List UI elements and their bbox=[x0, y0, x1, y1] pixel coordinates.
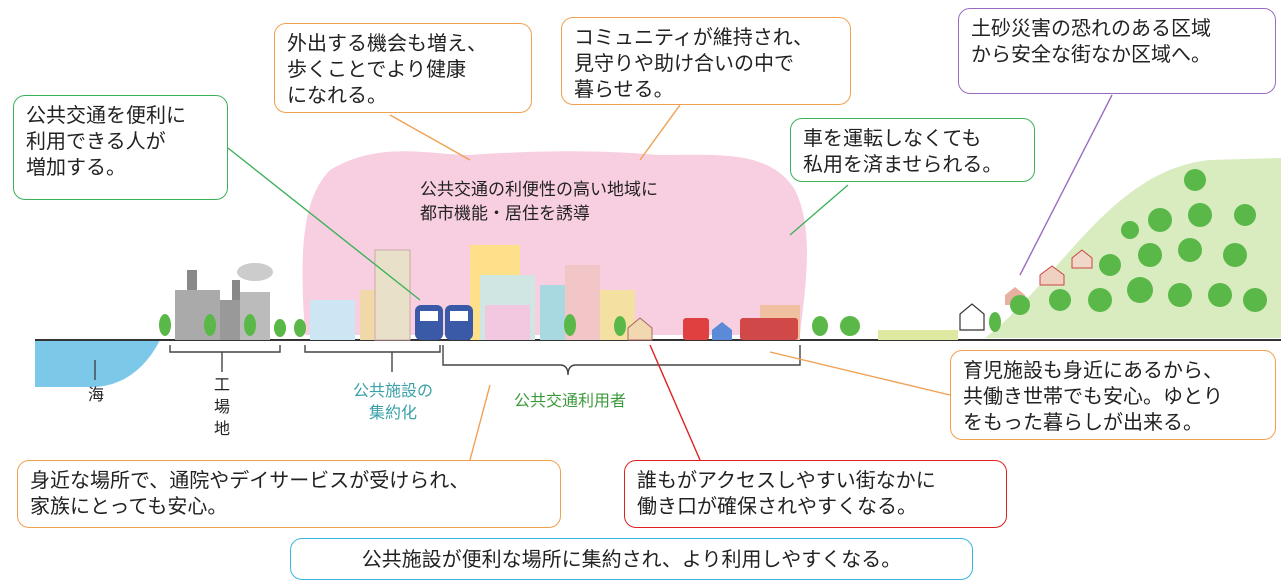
train-icons bbox=[415, 305, 473, 340]
connector-line bbox=[1019, 94, 1113, 276]
callout-childcare: 育児施設も身近にあるから、 共働き世帯でも安心。ゆとり をもった暮らしが出来る。 bbox=[950, 350, 1276, 440]
connector-line bbox=[649, 344, 701, 461]
bus-icon bbox=[740, 318, 798, 340]
factory-icon bbox=[175, 263, 273, 340]
connector-line bbox=[769, 351, 951, 396]
callout-jobs: 誰もがアクセスしやすい街なかに 働き口が確保されやすくなる。 bbox=[624, 460, 1007, 528]
callout-facilities: 公共施設が便利な場所に集約され、より利用しやすくなる。 bbox=[290, 538, 973, 580]
cloud-text: 公共交通の利便性の高い地域に 都市機能・居住を誘導 bbox=[420, 180, 658, 224]
trees bbox=[159, 169, 1267, 337]
connector-line bbox=[469, 384, 491, 461]
public-facilities-label: 公共施設の 集約化 bbox=[352, 381, 433, 422]
brackets bbox=[94, 345, 801, 380]
transit-users-label: 公共交通利用者 bbox=[513, 391, 626, 410]
flower-bed bbox=[878, 330, 958, 340]
sea-shape bbox=[35, 340, 160, 387]
callout-disaster: 土砂災害の恐れのある区域 から安全な街なか区域へ。 bbox=[958, 8, 1276, 94]
compact-city-cloud bbox=[302, 151, 807, 335]
connector-line bbox=[389, 114, 471, 161]
bus-icon bbox=[683, 318, 709, 340]
callout-going-out: 外出する機会も増え、 歩くことでより健康 になれる。 bbox=[274, 23, 532, 113]
callout-community: コミュニティが維持され、 見守りや助け合いの中で 暮らせる。 bbox=[561, 17, 851, 105]
callout-hospital: 身近な場所で、通院やデイサービスが受けられ、 家族にとっても安心。 bbox=[17, 460, 561, 528]
connector-line bbox=[227, 147, 421, 301]
callout-transit-users: 公共交通を便利に 利用できる人が 増加する。 bbox=[13, 95, 228, 200]
callout-no-car: 車を運転しなくても 私用を済ませられる。 bbox=[790, 118, 1035, 182]
connector-line bbox=[789, 184, 849, 236]
sea-label: 海 bbox=[87, 385, 104, 404]
factory-label: 工 場 地 bbox=[213, 375, 230, 438]
connector-line bbox=[639, 104, 681, 161]
